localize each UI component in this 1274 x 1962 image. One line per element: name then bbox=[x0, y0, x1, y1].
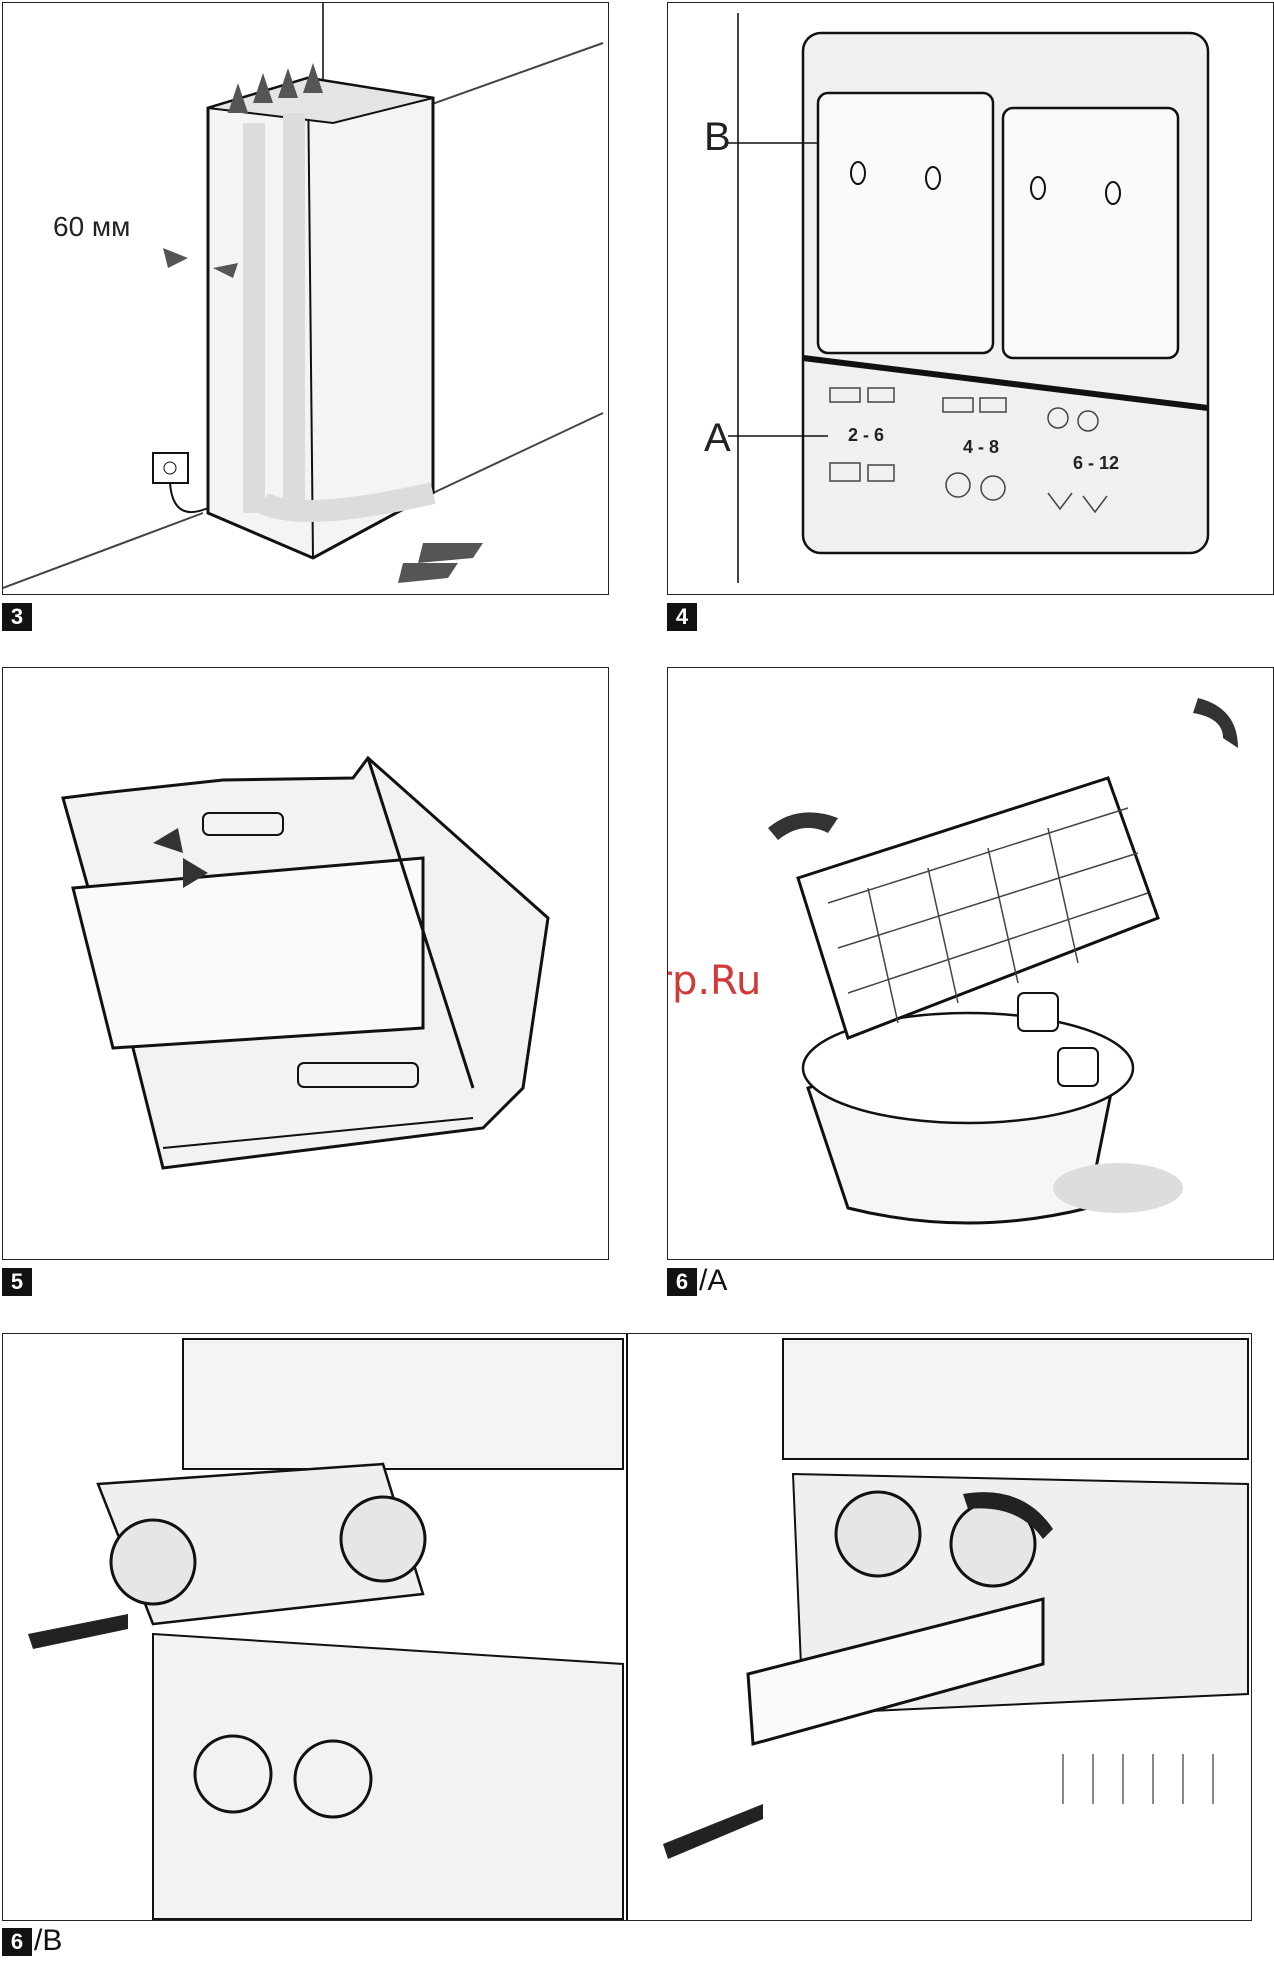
ice-tray-compartment-illustration bbox=[668, 3, 1274, 595]
figure-4-number: 4 bbox=[667, 603, 697, 631]
figure-4-panel: B A 2 - 6 4 - 8 6 - 12 bbox=[667, 2, 1274, 595]
figure-6a-panel: McGrp.Ru bbox=[667, 667, 1274, 1260]
range-6-12: 6 - 12 bbox=[1073, 453, 1119, 474]
label-a: A bbox=[704, 416, 731, 461]
figure-6b-number: 6 bbox=[2, 1928, 32, 1956]
figure-5-number: 5 bbox=[2, 1268, 32, 1296]
clearance-label: 60 мм bbox=[53, 211, 130, 243]
fridge-ventilation-illustration bbox=[3, 3, 609, 595]
figure-5-panel bbox=[2, 667, 609, 1260]
watermark: McGrp.Ru bbox=[667, 958, 761, 1004]
figure-3-panel: 60 мм bbox=[2, 2, 609, 595]
freezer-drawer-illustration bbox=[3, 668, 609, 1260]
range-4-8: 4 - 8 bbox=[963, 437, 999, 458]
figure-6b-panel bbox=[2, 1333, 1252, 1921]
label-b: B bbox=[704, 115, 731, 160]
figure-3-number: 3 bbox=[2, 603, 32, 631]
figure-6a-number: 6 bbox=[667, 1268, 697, 1296]
figure-6b-suffix: /B bbox=[34, 1924, 62, 1958]
ice-dispenser-illustration bbox=[3, 1334, 1252, 1921]
range-2-6: 2 - 6 bbox=[848, 425, 884, 446]
figure-6a-suffix: /A bbox=[699, 1264, 727, 1298]
